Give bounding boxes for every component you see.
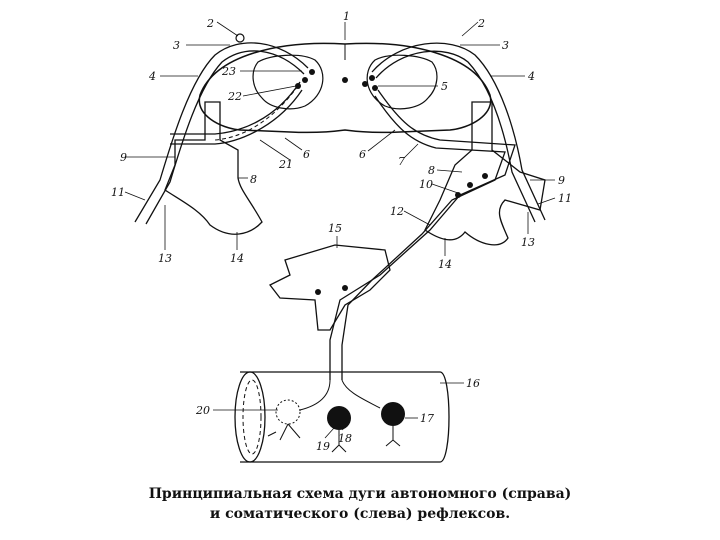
label-14-left: 14 xyxy=(230,252,244,265)
left-sympathetic-ganglion xyxy=(164,101,263,235)
figure-caption: Принципиальная схема дуги автономного (с… xyxy=(0,484,720,524)
label-3-right: 3 xyxy=(502,39,509,52)
label-9-right: 9 xyxy=(558,174,565,187)
label-6-left: 6 xyxy=(303,148,310,161)
label-14-right: 14 xyxy=(438,258,452,271)
label-17: 17 xyxy=(420,412,434,425)
label-2-left: 2 xyxy=(206,17,214,30)
label-18: 18 xyxy=(338,432,352,445)
right-sympathetic-ganglion xyxy=(424,101,546,246)
label-6-right: 6 xyxy=(359,148,366,161)
label-22: 22 xyxy=(227,90,242,103)
label-4-right: 4 xyxy=(527,70,535,83)
label-13-left: 13 xyxy=(158,252,172,265)
reflex-arc-diagram: 1 2 2 3 3 4 4 23 22 5 6 6 7 21 9 8 8 10 … xyxy=(111,10,572,463)
label-9-left: 9 xyxy=(120,151,127,164)
label-15: 15 xyxy=(328,222,342,235)
label-21: 21 xyxy=(278,158,293,171)
intestine-segment xyxy=(234,371,450,463)
caption-line-2: и соматического (слева) рефлексов. xyxy=(209,506,511,522)
label-8-right: 8 xyxy=(428,164,435,177)
somatic-path-left xyxy=(134,33,315,225)
label-8-left: 8 xyxy=(250,173,257,186)
label-11-left: 11 xyxy=(111,186,125,199)
label-1: 1 xyxy=(343,10,350,23)
label-5: 5 xyxy=(441,80,448,93)
label-12: 12 xyxy=(390,205,404,218)
label-19: 19 xyxy=(316,440,330,453)
caption-line-1: Принципиальная схема дуги автономного (с… xyxy=(148,486,572,502)
label-16: 16 xyxy=(466,377,480,390)
prevertebral-ganglion xyxy=(269,244,391,331)
label-23: 23 xyxy=(221,65,236,78)
leader-lines xyxy=(124,21,556,439)
label-7: 7 xyxy=(398,155,405,168)
label-3-left: 3 xyxy=(173,39,180,52)
label-13-right: 13 xyxy=(521,236,535,249)
label-11-right: 11 xyxy=(558,192,572,205)
number-labels: 1 2 2 3 3 4 4 23 22 5 6 6 7 21 9 8 8 10 … xyxy=(111,10,572,453)
label-4-left: 4 xyxy=(148,70,156,83)
autonomic-path-right xyxy=(329,42,546,380)
label-2-right: 2 xyxy=(477,17,485,30)
label-20: 20 xyxy=(195,404,210,417)
label-10: 10 xyxy=(419,178,433,191)
